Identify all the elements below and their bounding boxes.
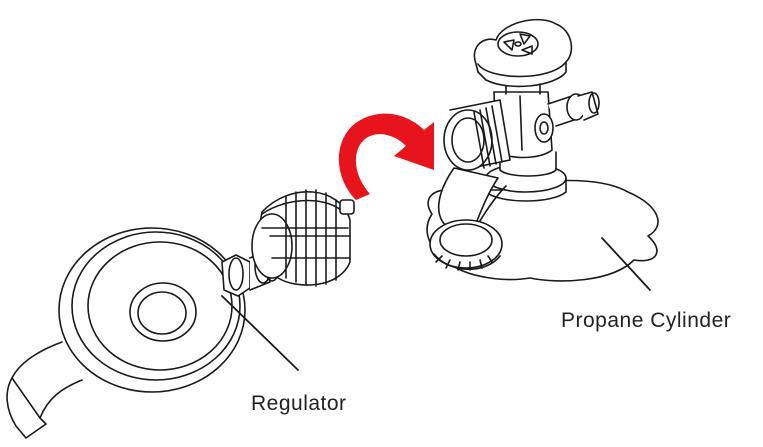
regulator-leader-line — [221, 295, 299, 371]
propane-cylinder-label: Propane Cylinder — [561, 309, 732, 332]
cylinder-leader-line — [601, 237, 651, 291]
regulator-illustration — [6, 189, 355, 439]
valve-threaded-outlet — [443, 99, 511, 171]
regulator-hose — [6, 341, 83, 439]
curved-arrow-icon — [338, 113, 434, 200]
valve-protective-cap — [429, 167, 507, 271]
valve-handwheel — [473, 18, 573, 95]
regulator-coupling-nut — [251, 189, 355, 287]
regulator-label: Regulator — [251, 392, 347, 415]
cylinder-illustration — [426, 18, 659, 291]
valve-body — [493, 91, 600, 159]
regulator-body — [58, 227, 246, 393]
